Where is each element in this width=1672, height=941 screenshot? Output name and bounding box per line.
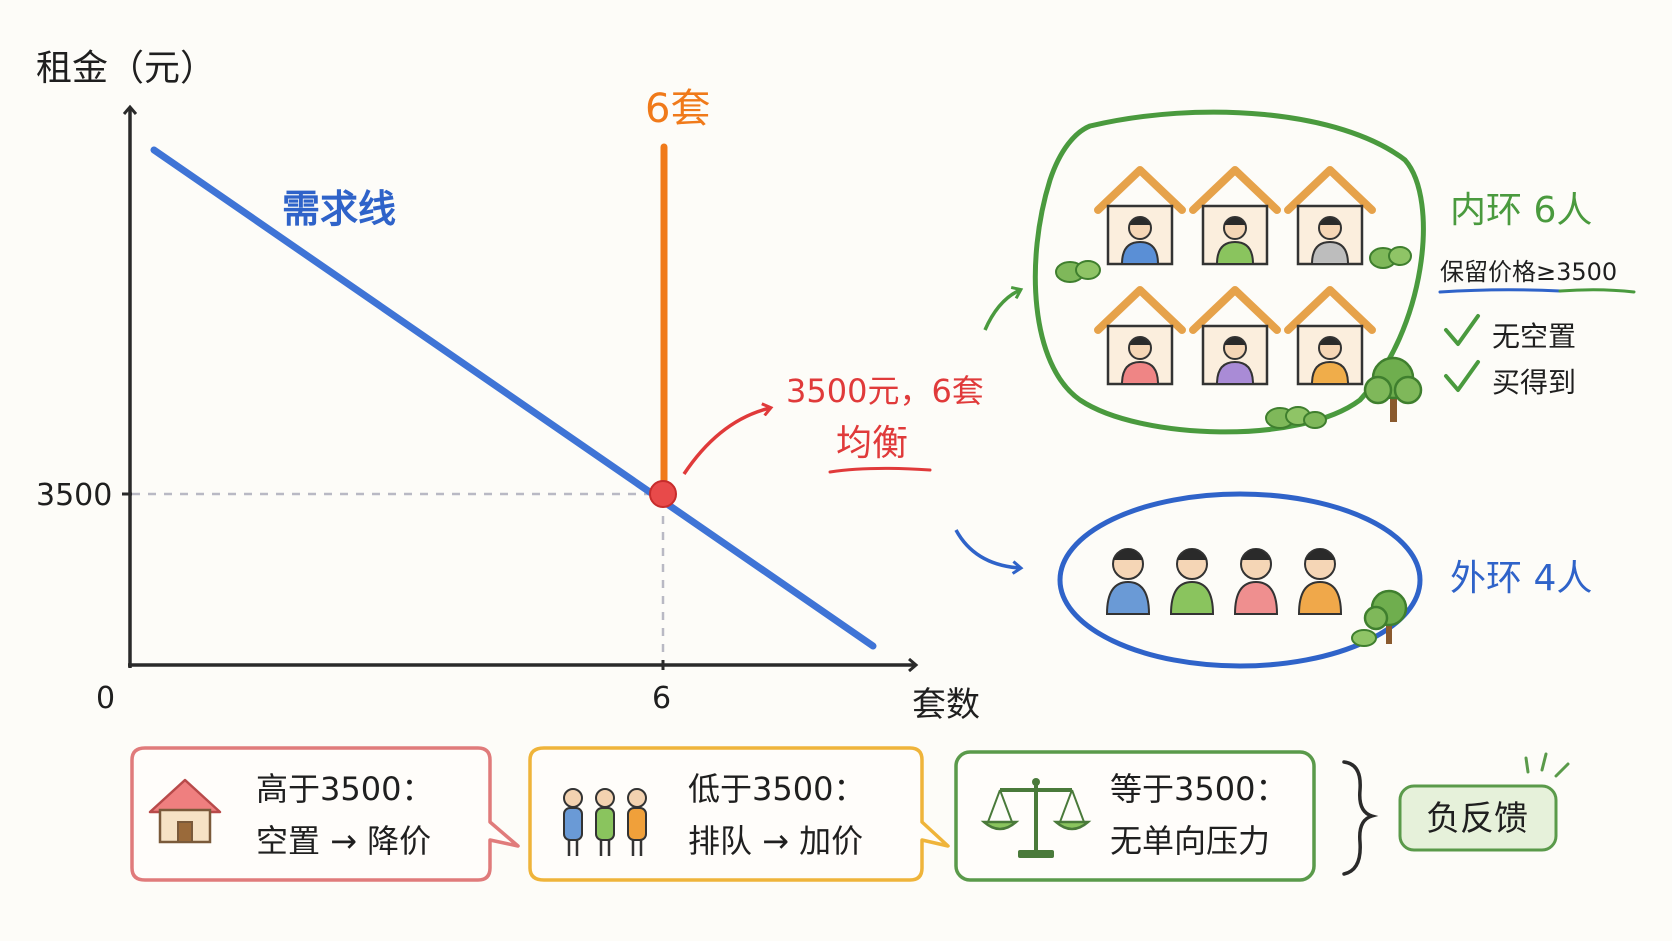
bush-icon bbox=[1369, 246, 1412, 269]
above-price-box: 高于3500： 空置 → 降价 bbox=[130, 746, 520, 882]
y-tick-3500-label: 3500 bbox=[36, 478, 112, 513]
supply-line-label: 6套 bbox=[645, 86, 710, 132]
queue-icon bbox=[563, 788, 647, 856]
at-price-line1: 等于3500： bbox=[1110, 770, 1287, 808]
house-with-resident-icon bbox=[1094, 286, 1186, 386]
inner-ring-houses bbox=[1094, 166, 1376, 386]
inner-ring-check-2: 买得到 bbox=[1492, 366, 1576, 399]
bush-icon bbox=[1265, 406, 1327, 429]
equilibrium-point-label: 3500元，6套 bbox=[786, 372, 984, 410]
outer-ring-title: 外环 4人 bbox=[1450, 558, 1592, 599]
house-with-resident-icon bbox=[1189, 166, 1281, 266]
scale-icon bbox=[980, 778, 1092, 858]
bush-icon bbox=[1055, 260, 1101, 283]
below-price-line1: 低于3500： bbox=[688, 770, 865, 808]
outer-ring-arrow bbox=[954, 529, 1020, 568]
tree-icon bbox=[1351, 589, 1408, 647]
check-icon bbox=[1444, 314, 1480, 346]
equilibrium-point bbox=[649, 480, 677, 508]
outer-ring-people bbox=[1105, 548, 1343, 615]
sparkle-icon bbox=[1540, 752, 1548, 772]
x-tick-6-label: 6 bbox=[652, 681, 671, 716]
house-icon bbox=[148, 778, 222, 844]
equilibrium-title: 均衡 bbox=[836, 423, 908, 464]
chart-axes: 租金（元） 套数 0 3500 6 bbox=[36, 48, 980, 725]
check-icon bbox=[1444, 360, 1480, 392]
inner-ring-arrow bbox=[983, 290, 1020, 331]
house-with-resident-icon bbox=[1094, 166, 1186, 266]
inner-ring-check-1: 无空置 bbox=[1492, 320, 1576, 353]
subtitle-underline-green bbox=[1558, 288, 1636, 294]
person-icon bbox=[1297, 548, 1343, 615]
below-price-box: 低于3500： 排队 → 加价 bbox=[528, 746, 950, 882]
grouping-brace bbox=[1342, 760, 1379, 876]
person-icon bbox=[1105, 548, 1151, 615]
x-axis-label: 套数 bbox=[912, 685, 980, 725]
subtitle-underline-blue bbox=[1438, 288, 1562, 294]
y-axis-label: 租金（元） bbox=[36, 48, 216, 89]
below-price-line2: 排队 → 加价 bbox=[688, 822, 863, 860]
demand-line bbox=[150, 146, 877, 650]
house-with-resident-icon bbox=[1284, 286, 1376, 386]
feedback-badge: 负反馈 bbox=[1398, 752, 1570, 852]
person-icon bbox=[1169, 548, 1215, 615]
at-price-line2: 无单向压力 bbox=[1110, 822, 1270, 860]
demand-line-label: 需求线 bbox=[282, 187, 396, 231]
above-price-line2: 空置 → 降价 bbox=[256, 822, 431, 860]
equilibrium-arrow bbox=[682, 408, 770, 475]
feedback-label: 负反馈 bbox=[1426, 799, 1528, 839]
person-icon bbox=[1233, 548, 1279, 615]
tree-icon bbox=[1363, 356, 1423, 422]
outer-ring-boundary bbox=[1057, 491, 1423, 669]
equilibrium-underline bbox=[828, 466, 932, 474]
at-price-box: 等于3500： 无单向压力 bbox=[954, 750, 1316, 882]
house-with-resident-icon bbox=[1189, 286, 1281, 386]
house-with-resident-icon bbox=[1284, 166, 1376, 266]
origin-label: 0 bbox=[96, 681, 115, 716]
inner-ring-title: 内环 6人 bbox=[1450, 190, 1592, 231]
inner-ring-subtitle: 保留价格≥3500 bbox=[1440, 258, 1617, 286]
above-price-line1: 高于3500： bbox=[256, 770, 433, 808]
